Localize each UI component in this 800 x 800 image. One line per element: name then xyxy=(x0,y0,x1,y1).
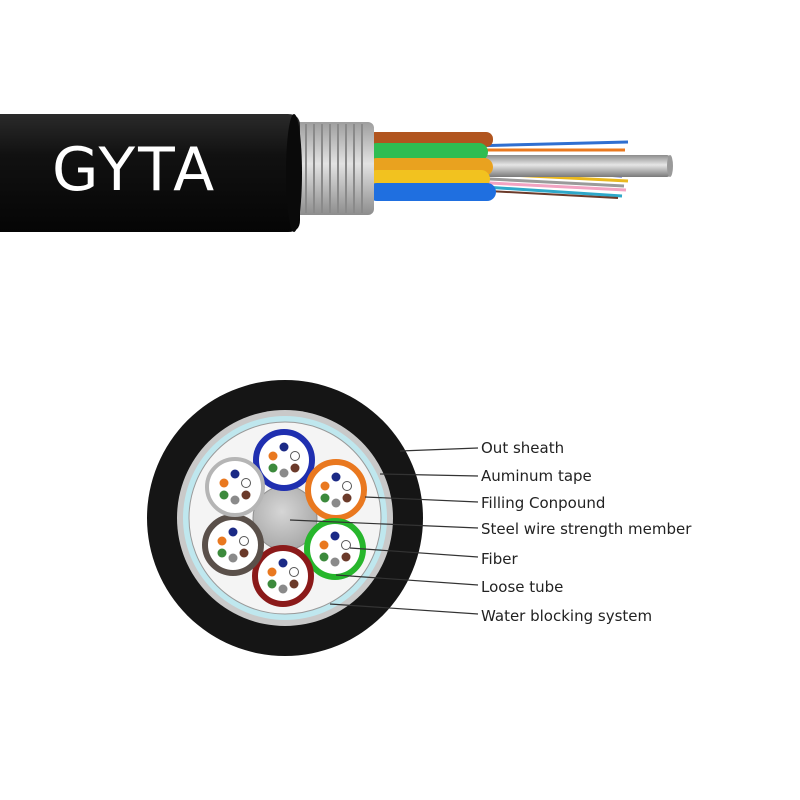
label-water-blocking-system: Water blocking system xyxy=(481,607,652,625)
loose-tube-orange xyxy=(305,459,367,521)
outer-sheath-side xyxy=(0,114,300,232)
central-steel-rod xyxy=(470,155,670,177)
loose-tubes-side xyxy=(368,132,496,201)
loose-tube-blue xyxy=(253,429,315,491)
labels: Out sheath Auminum tape Filling Conpound… xyxy=(481,439,692,625)
leader-lines xyxy=(289,447,479,615)
loose-tube-white xyxy=(205,457,265,517)
loose-tube-green xyxy=(304,518,366,580)
cable-side-view: GYTA xyxy=(0,114,673,232)
cable-cross-section: Out sheath Auminum tape Filling Conpound… xyxy=(147,380,692,656)
label-steel-wire-strength-member: Steel wire strength member xyxy=(481,520,692,538)
armor-tape-side xyxy=(288,122,374,215)
loose-tube-red xyxy=(252,545,314,607)
label-loose-tube: Loose tube xyxy=(481,578,563,596)
loose-tube-brown xyxy=(202,514,264,576)
label-aluminum-tape: Auminum tape xyxy=(481,467,592,485)
label-filling-compound: Filling Conpound xyxy=(481,494,605,512)
product-title: GYTA xyxy=(52,135,217,205)
label-out-sheath: Out sheath xyxy=(481,439,564,457)
label-fiber: Fiber xyxy=(481,550,518,568)
